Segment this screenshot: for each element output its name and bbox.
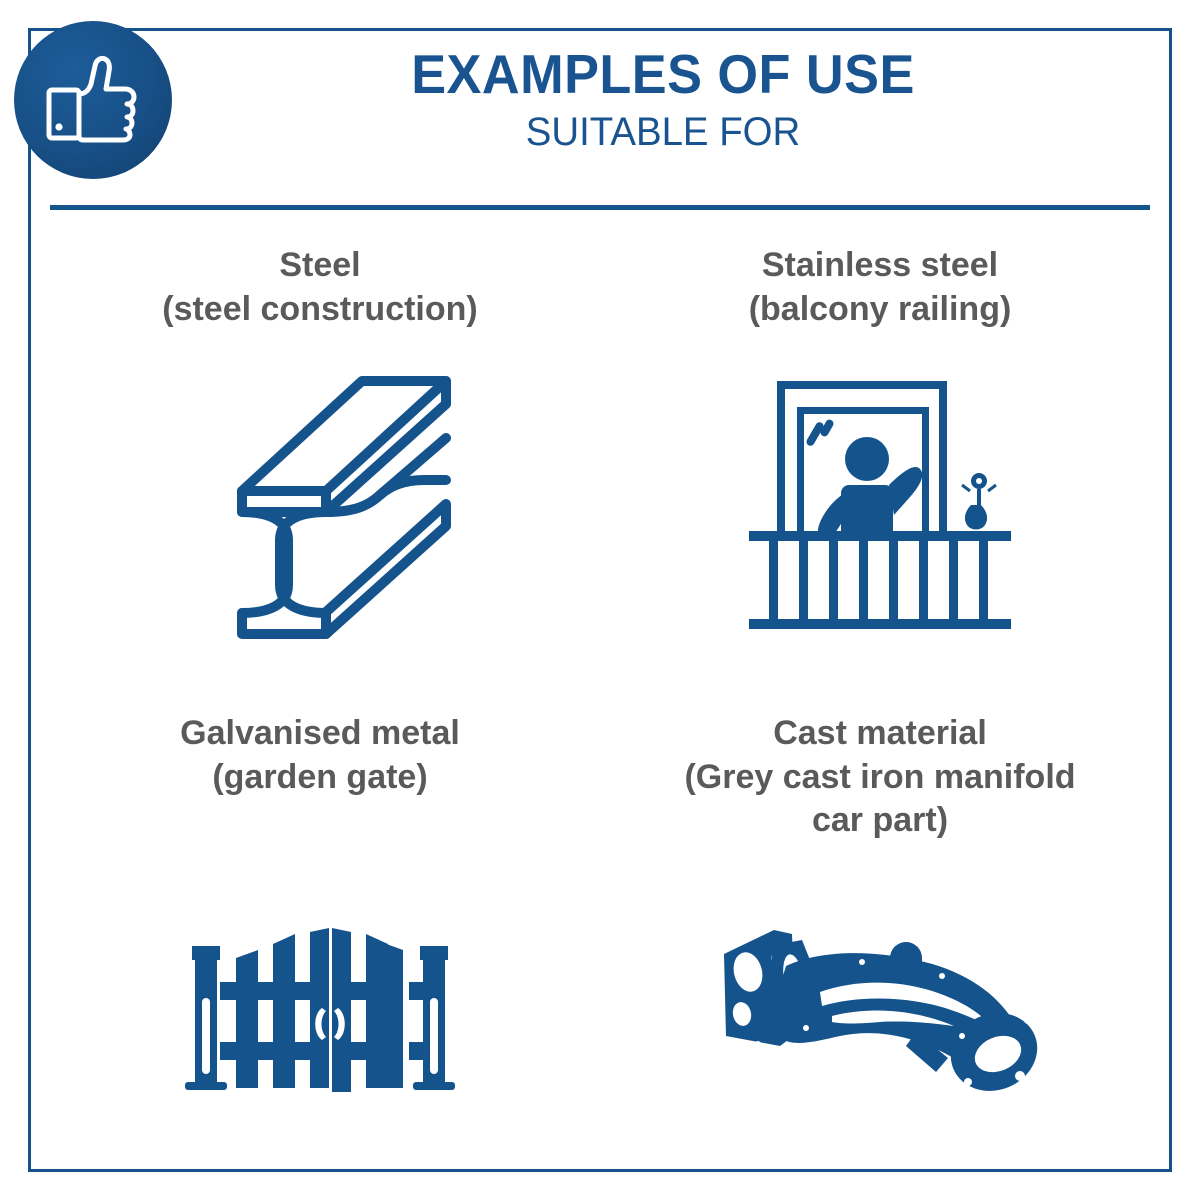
example-art-cast-material xyxy=(600,843,1160,1168)
thumbs-up-icon xyxy=(46,55,137,143)
exhaust-manifold-icon xyxy=(724,930,1038,1091)
balcony-railing-icon xyxy=(749,380,1011,629)
example-label-cast-material: Cast material (Grey cast iron manifold c… xyxy=(684,714,1076,840)
example-label-steel: Steel (steel construction) xyxy=(162,246,478,328)
header: EXAMPLES OF USE SUITABLE FOR xyxy=(176,43,1150,156)
example-item-galvanised-metal: Galvanised metal (garden gate) xyxy=(40,698,600,1168)
example-label-galvanised-metal: Galvanised metal (garden gate) xyxy=(180,714,460,796)
example-item-steel: Steel (steel construction) xyxy=(40,228,600,698)
example-item-cast-material: Cast material (Grey cast iron manifold c… xyxy=(600,698,1160,1168)
example-art-steel xyxy=(40,331,600,698)
example-label-stainless-steel: Stainless steel (balcony railing) xyxy=(748,246,1012,328)
thumbs-up-badge xyxy=(14,21,172,179)
example-item-stainless-steel: Stainless steel (balcony railing) xyxy=(600,228,1160,698)
examples-grid: Steel (steel construction) xyxy=(40,228,1160,1168)
page-title: EXAMPLES OF USE xyxy=(411,43,915,105)
header-divider xyxy=(50,205,1150,210)
garden-gate-icon xyxy=(185,928,455,1092)
example-art-galvanised-metal xyxy=(40,799,600,1168)
i-beam-icon xyxy=(237,375,451,639)
cuff-dot-icon xyxy=(55,123,63,131)
page-subtitle: SUITABLE FOR xyxy=(525,109,801,154)
example-art-stainless-steel xyxy=(600,331,1160,698)
